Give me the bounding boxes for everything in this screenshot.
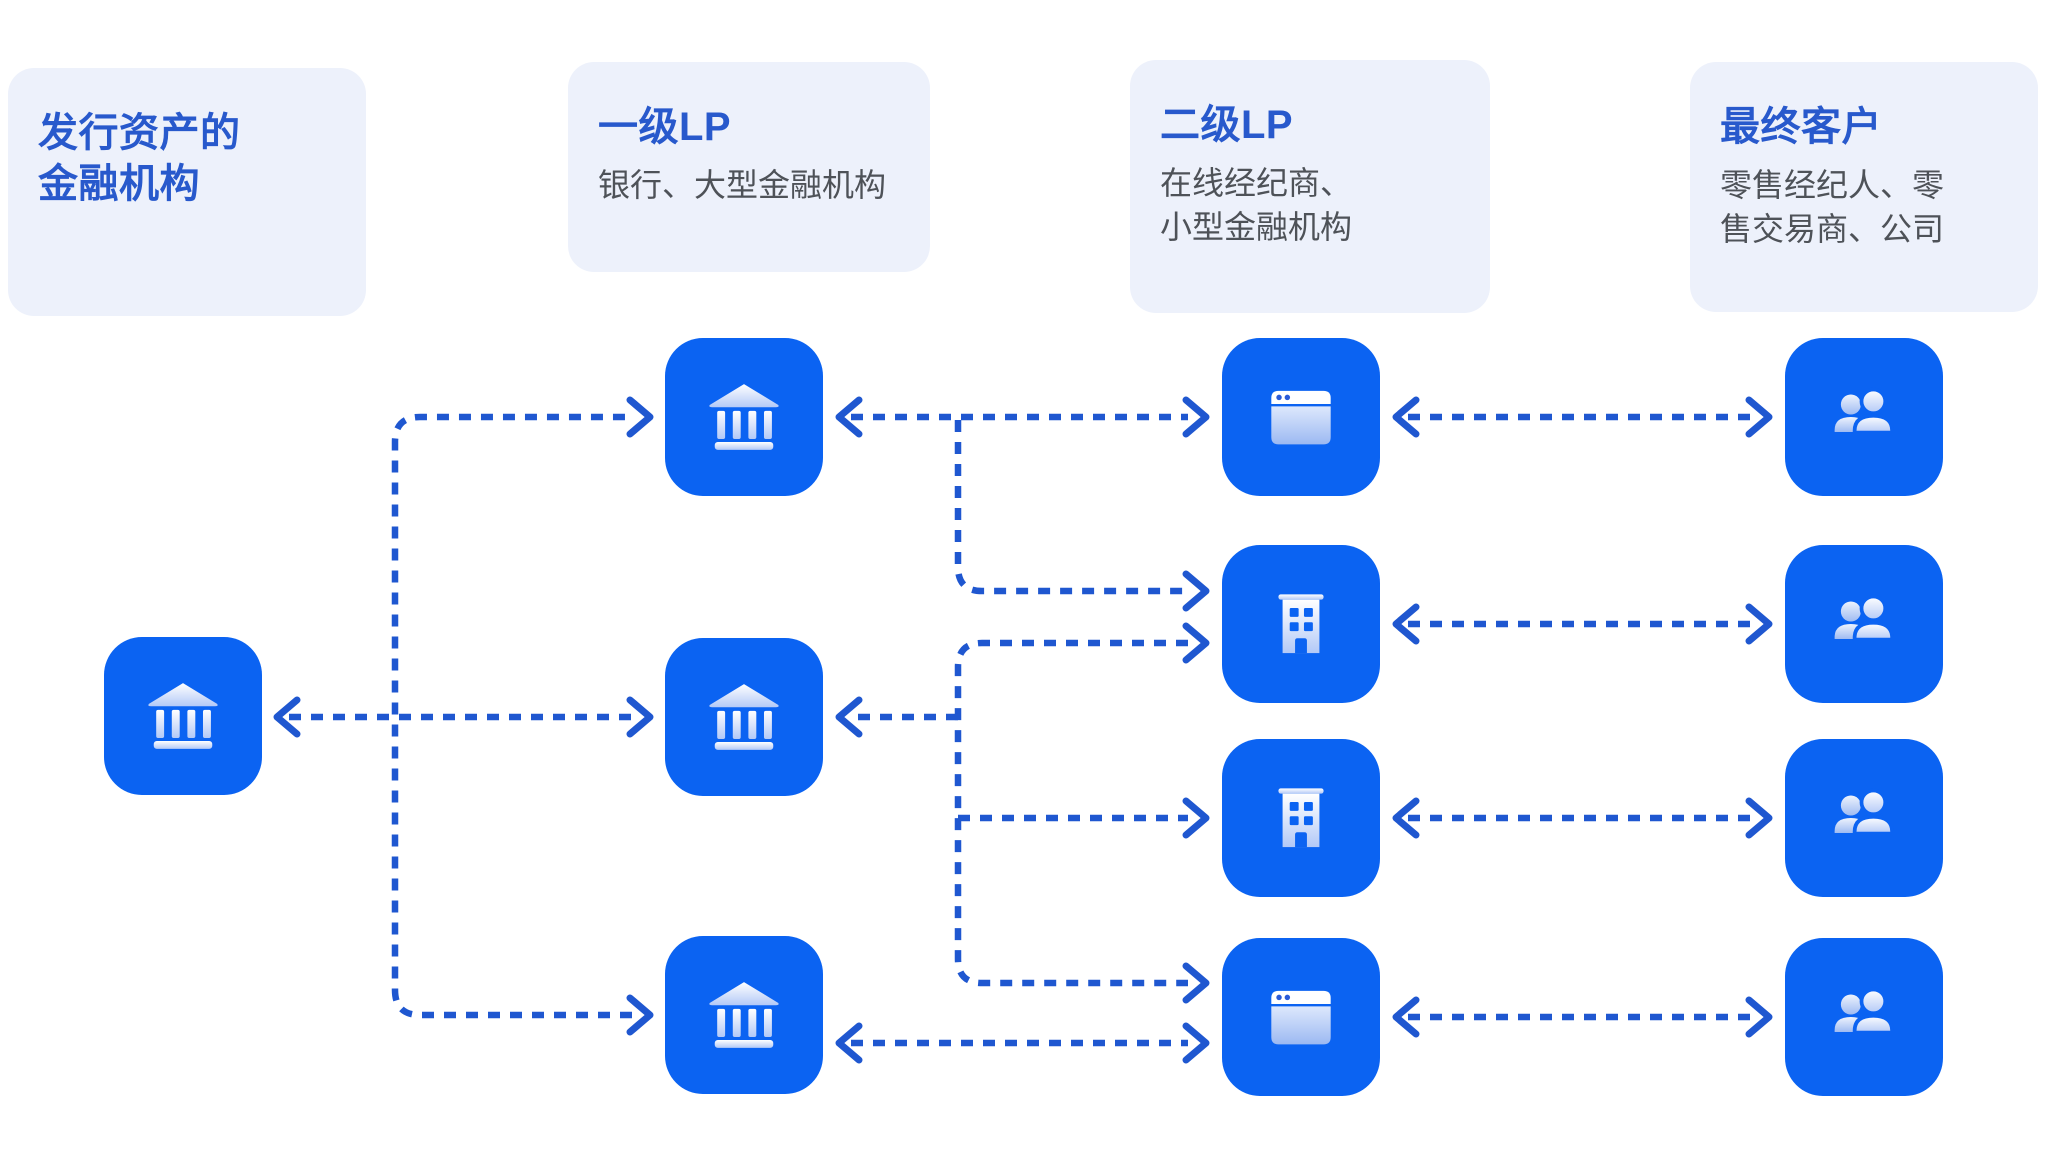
node-client-1: [1785, 338, 1943, 496]
node-client-3: [1785, 739, 1943, 897]
header-box-tier2-lp: 二级LP 在线经纪商、 小型金融机构: [1130, 60, 1490, 313]
subtitle-line: 银行、大型金融机构: [598, 167, 887, 204]
title-line: 一级LP: [598, 105, 732, 149]
browser-window-icon: [1263, 979, 1339, 1055]
office-building-icon: [1263, 780, 1339, 856]
header-box-tier1-lp: 一级LP 银行、大型金融机构: [568, 62, 930, 272]
subtitle-line: 售交易商、公司: [1720, 211, 1945, 248]
node-tier2-firm-1: [1222, 545, 1380, 703]
users-icon: [1824, 377, 1904, 457]
column-subtitle-tier2-lp: 在线经纪商、 小型金融机构: [1160, 161, 1464, 249]
bank-icon: [705, 378, 783, 456]
users-icon: [1824, 584, 1904, 664]
users-icon: [1824, 977, 1904, 1057]
subtitle-line: 在线经纪商、: [1160, 165, 1353, 202]
bank-icon: [705, 976, 783, 1054]
title-line: 发行资产的: [38, 111, 241, 155]
browser-window-icon: [1263, 379, 1339, 455]
subtitle-line: 小型金融机构: [1160, 209, 1353, 246]
bank-icon: [144, 677, 222, 755]
office-building-icon: [1263, 586, 1339, 662]
node-client-4: [1785, 938, 1943, 1096]
node-tier2-broker-2: [1222, 938, 1380, 1096]
column-title-tier1-lp: 一级LP: [598, 102, 904, 153]
node-issuing-bank: [104, 637, 262, 795]
header-box-end-clients: 最终客户 零售经纪人、零 售交易商、公司: [1690, 62, 2038, 312]
subtitle-line: 零售经纪人、零: [1720, 167, 1945, 204]
title-line: 最终客户: [1720, 105, 1882, 149]
bank-icon: [705, 678, 783, 756]
title-line: 金融机构: [38, 162, 200, 207]
edges-issuer-to-tier1: [273, 396, 654, 1036]
node-tier2-broker-1: [1222, 338, 1380, 496]
column-title-end-clients: 最终客户: [1720, 102, 2012, 153]
column-title-issuers: 发行资产的 金融机构: [38, 108, 340, 210]
edges-tier2-to-clients: [1392, 396, 1773, 1038]
node-tier1-bank-3: [665, 936, 823, 1094]
header-box-issuers: 发行资产的 金融机构: [8, 68, 366, 316]
title-line: 二级LP: [1160, 103, 1294, 147]
node-client-2: [1785, 545, 1943, 703]
column-subtitle-tier1-lp: 银行、大型金融机构: [598, 163, 904, 207]
column-title-tier2-lp: 二级LP: [1160, 100, 1464, 151]
users-icon: [1824, 778, 1904, 858]
node-tier1-bank-1: [665, 338, 823, 496]
column-subtitle-end-clients: 零售经纪人、零 售交易商、公司: [1720, 163, 2012, 251]
node-tier2-firm-2: [1222, 739, 1380, 897]
edges-tier1-to-tier2: [835, 396, 1210, 1064]
node-tier1-bank-2: [665, 638, 823, 796]
